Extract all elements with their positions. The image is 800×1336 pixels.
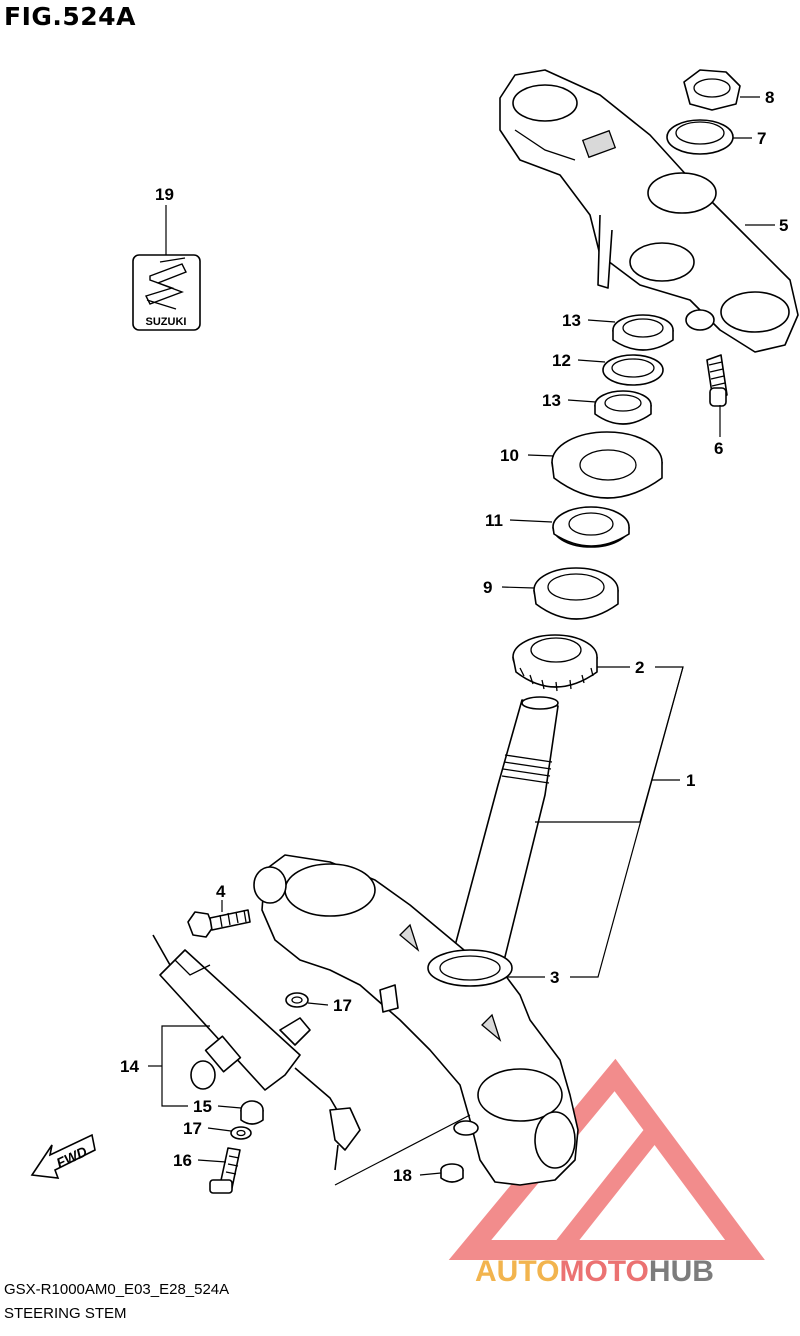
callout-12: 12 (552, 351, 571, 370)
part-19-emblem: SUZUKI (132, 254, 201, 331)
callout-1: 1 (686, 771, 695, 790)
callout-19: 19 (155, 185, 174, 204)
part-10-dust-seal (551, 431, 663, 499)
part-14-steering-damper (152, 934, 361, 1171)
part-17-washer-upper (285, 992, 309, 1008)
watermark-text: AUTOMOTOHUB (475, 1255, 714, 1288)
callout-18: 18 (393, 1166, 412, 1185)
part-6-bolt (706, 354, 728, 407)
callout-17-lower: 17 (183, 1119, 202, 1138)
fwd-arrow: FWD (30, 1133, 96, 1179)
callout-8: 8 (765, 88, 774, 107)
callout-17-upper: 17 (333, 996, 352, 1015)
figure-title: FIG.524A (4, 2, 136, 31)
callout-11: 11 (485, 511, 503, 530)
leader-lines (148, 96, 775, 1186)
callout-7: 7 (757, 129, 766, 148)
callout-5: 5 (779, 216, 788, 235)
part-11-washer (552, 506, 630, 548)
callout-13-upper: 13 (562, 311, 581, 330)
callout-9: 9 (483, 578, 492, 597)
callout-3: 3 (550, 968, 559, 987)
section-name: STEERING STEM (4, 1305, 127, 1322)
part-13-lock-nut-lower (594, 390, 652, 425)
model-code: GSX-R1000AM0_E03_E28_524A (4, 1281, 230, 1298)
callout-2: 2 (635, 658, 644, 677)
part-17-washer-lower (230, 1126, 252, 1140)
part-16-bolt (209, 1147, 241, 1194)
callout-labels: 1 2 3 4 5 6 7 8 9 10 11 12 13 13 14 15 1… (120, 88, 788, 1185)
callout-16: 16 (173, 1151, 192, 1170)
part-18-cap-nut (440, 1163, 464, 1183)
part-3-seal (427, 949, 513, 987)
callout-4: 4 (216, 882, 226, 901)
callout-13-lower: 13 (542, 391, 561, 410)
part-15-bushing (240, 1100, 264, 1125)
part-5-upper-bracket (499, 69, 799, 353)
part-12-washer (602, 354, 664, 386)
part-9-bearing-race (533, 567, 619, 620)
fwd-label: FWD (54, 1143, 90, 1171)
part-1-steering-stem (253, 696, 579, 1186)
callout-15: 15 (193, 1097, 212, 1116)
emblem-text: SUZUKI (146, 316, 187, 328)
part-7-washer (666, 119, 734, 155)
callout-6: 6 (714, 439, 723, 458)
part-8-nut (683, 69, 741, 111)
part-2-bearing (512, 634, 598, 692)
part-4-bolt (187, 909, 251, 938)
callout-14: 14 (120, 1057, 139, 1076)
part-13-lock-nut-upper (612, 314, 674, 351)
callout-10: 10 (500, 446, 519, 465)
